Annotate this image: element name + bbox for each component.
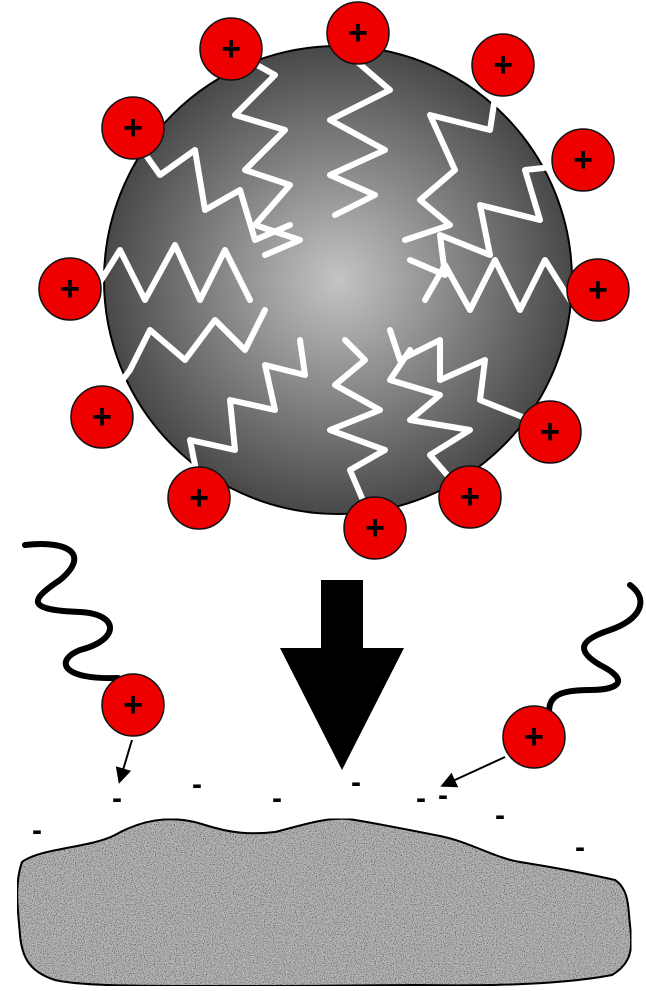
cation-headgroup: + bbox=[200, 18, 262, 80]
negative-charge: - bbox=[416, 782, 426, 815]
positive-charge-label: + bbox=[540, 413, 560, 451]
positive-charge-label: + bbox=[460, 478, 480, 516]
negative-charge: - bbox=[112, 782, 122, 815]
cation-headgroup: + bbox=[503, 706, 565, 768]
cation-headgroup: + bbox=[102, 97, 164, 159]
negative-charge: - bbox=[32, 814, 42, 847]
positive-charge-label: + bbox=[92, 398, 112, 436]
cation-headgroup: + bbox=[168, 467, 230, 529]
approach-arrow bbox=[444, 757, 505, 785]
free-surfactant-left bbox=[25, 544, 132, 780]
positive-charge-label: + bbox=[524, 718, 544, 756]
cation-headgroup: + bbox=[567, 259, 629, 321]
positive-charge-label: + bbox=[573, 141, 593, 179]
positive-charge-label: + bbox=[348, 14, 368, 52]
negative-charge: - bbox=[272, 782, 282, 815]
positive-charge-label: + bbox=[365, 509, 385, 547]
free-surfactant-tail bbox=[549, 585, 640, 720]
cation-headgroup: + bbox=[71, 386, 133, 448]
negative-charge: - bbox=[495, 799, 505, 832]
cation-headgroup: + bbox=[39, 258, 101, 320]
positive-charge-label: + bbox=[221, 30, 241, 68]
positive-charge-label: + bbox=[588, 271, 608, 309]
positive-charge-label: + bbox=[493, 46, 513, 84]
positive-charge-label: + bbox=[123, 109, 143, 147]
cation-headgroup: + bbox=[519, 401, 581, 463]
negative-charge: - bbox=[575, 831, 585, 864]
cation-headgroup: + bbox=[344, 497, 406, 559]
positive-charge-label: + bbox=[189, 479, 209, 517]
positive-charge-label: + bbox=[123, 686, 143, 724]
positive-charge-label: + bbox=[60, 270, 80, 308]
adsorption-arrow bbox=[280, 580, 404, 770]
cation-headgroup: + bbox=[552, 129, 614, 191]
cation-headgroup: + bbox=[102, 674, 164, 736]
negative-charge: - bbox=[351, 766, 361, 799]
substrate-surface bbox=[17, 819, 631, 986]
approach-arrow bbox=[120, 740, 132, 780]
cation-headgroup: + bbox=[439, 466, 501, 528]
cation-headgroup: + bbox=[472, 34, 534, 96]
negative-charge: - bbox=[438, 779, 448, 812]
cation-headgroup: + bbox=[327, 2, 389, 64]
negative-charge: - bbox=[192, 768, 202, 801]
free-surfactant-tail bbox=[25, 544, 118, 678]
